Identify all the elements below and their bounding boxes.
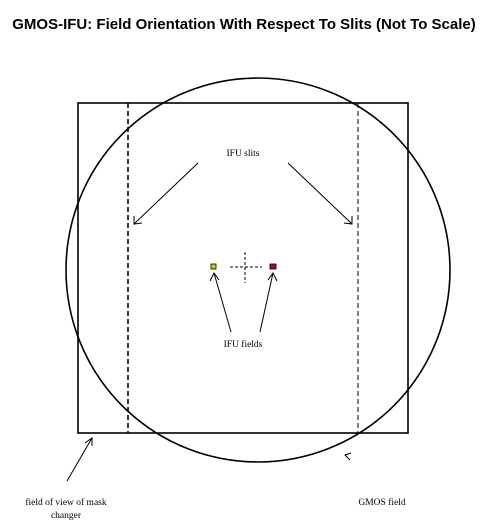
gmos-field-arrowhead — [344, 452, 352, 461]
ifu-field-right — [269, 263, 277, 270]
ifu-field-left — [210, 263, 217, 270]
gmos-field-label: GMOS field — [358, 497, 405, 508]
gmos-field-circle — [65, 77, 451, 463]
ifu-fields-arrow-right — [259, 272, 278, 333]
mask-changer-square — [77, 102, 409, 434]
ifu-fields-arrow-left — [209, 272, 232, 333]
mask-changer-label-line2: changer — [51, 511, 82, 521]
mask-changer-arrow — [66, 437, 93, 482]
diagram-title: GMOS-IFU: Field Orientation With Respect… — [12, 16, 476, 33]
ifu-slits-label: IFU slits — [227, 149, 260, 159]
ifu-slits-arrow-left — [133, 162, 199, 225]
mask-changer-label-line1: field of view of mask — [25, 497, 107, 508]
ifu-fields-label: IFU fields — [224, 339, 263, 350]
center-crosshair — [230, 252, 262, 283]
ifu-slits-arrow-right — [287, 162, 353, 225]
